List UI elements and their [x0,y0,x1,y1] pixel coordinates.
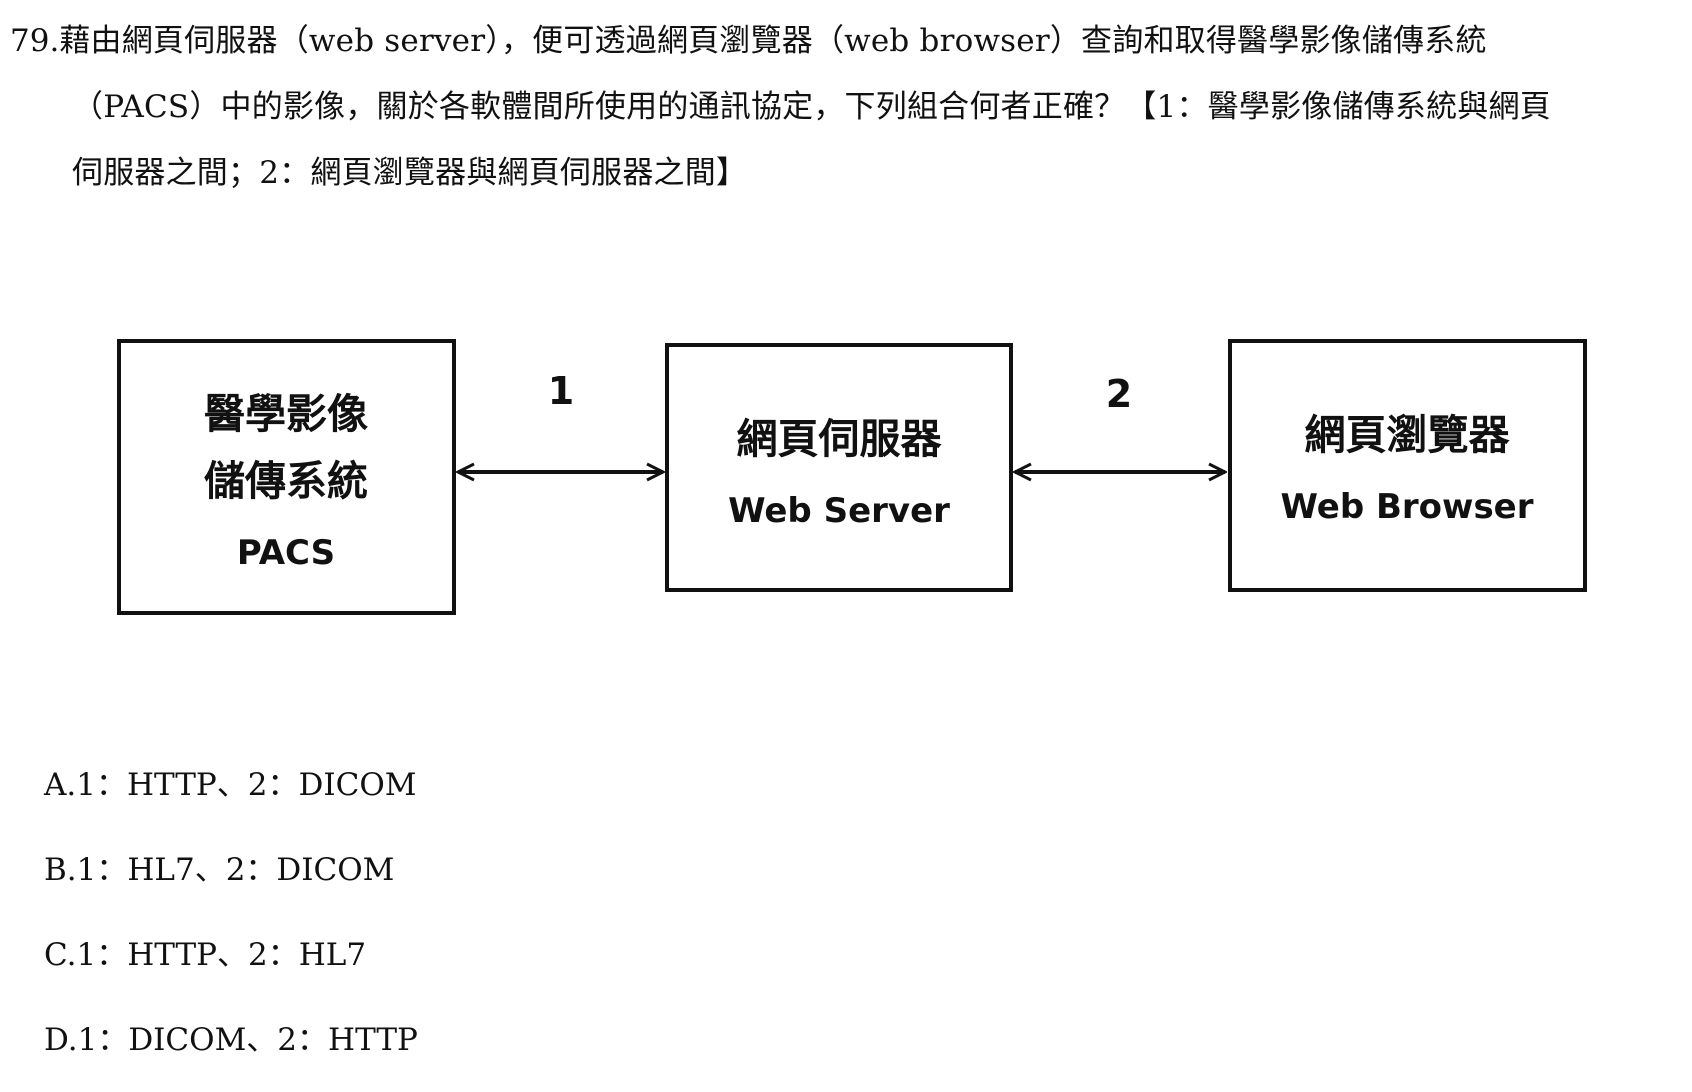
option-a[interactable]: A.1：HTTP、2：DICOM [44,752,418,837]
option-c[interactable]: C.1：HTTP、2：HL7 [44,922,418,1007]
connection-1-label: 1 [548,369,574,413]
connection-2-label: 2 [1106,372,1132,416]
option-b-text: 1：HL7、2：DICOM [76,852,395,888]
web-browser-title: 網頁瀏覽器 [1305,411,1511,459]
option-a-letter: A. [44,767,77,803]
pacs-title-line-2: 儲傳系統 [204,457,368,505]
network-diagram: 醫學影像 儲傳系統 PACS 網頁伺服器 Web Server 網頁瀏覽器 We… [117,339,1587,615]
option-d[interactable]: D.1：DICOM、2：HTTP [44,1007,418,1092]
question-line-3: 伺服器之間；2：網頁瀏覽器與網頁伺服器之間】 [72,155,748,191]
option-b-letter: B. [44,852,77,888]
web-server-box [665,343,1013,592]
question-text-line-1: 藉由網頁伺服器（web server），便可透過網頁瀏覽器（web browse… [59,23,1487,59]
answer-options: A.1：HTTP、2：DICOM B.1：HL7、2：DICOM C.1：HTT… [44,752,418,1092]
question-number: 79. [10,23,60,59]
pacs-box [117,339,456,615]
web-server-label: Web Server [728,491,950,531]
web-server-title: 網頁伺服器 [737,415,943,463]
option-b[interactable]: B.1：HL7、2：DICOM [44,837,418,922]
question-line-1: 79.藉由網頁伺服器（web server），便可透過網頁瀏覽器（web bro… [10,8,1680,74]
option-c-letter: C. [44,937,77,973]
option-d-letter: D. [44,1022,78,1058]
question-stem: 79.藉由網頁伺服器（web server），便可透過網頁瀏覽器（web bro… [10,8,1680,206]
option-d-text: 1：DICOM、2：HTTP [77,1022,418,1058]
question-line-2: （PACS）中的影像，關於各軟體間所使用的通訊協定，下列組合何者正確？【1：醫學… [72,89,1551,125]
web-browser-label: Web Browser [1280,487,1533,527]
web-browser-box [1228,339,1587,592]
option-c-text: 1：HTTP、2：HL7 [76,937,367,973]
option-a-text: 1：HTTP、2：DICOM [76,767,417,803]
pacs-label: PACS [237,533,335,573]
pacs-title-line-1: 醫學影像 [204,390,368,438]
